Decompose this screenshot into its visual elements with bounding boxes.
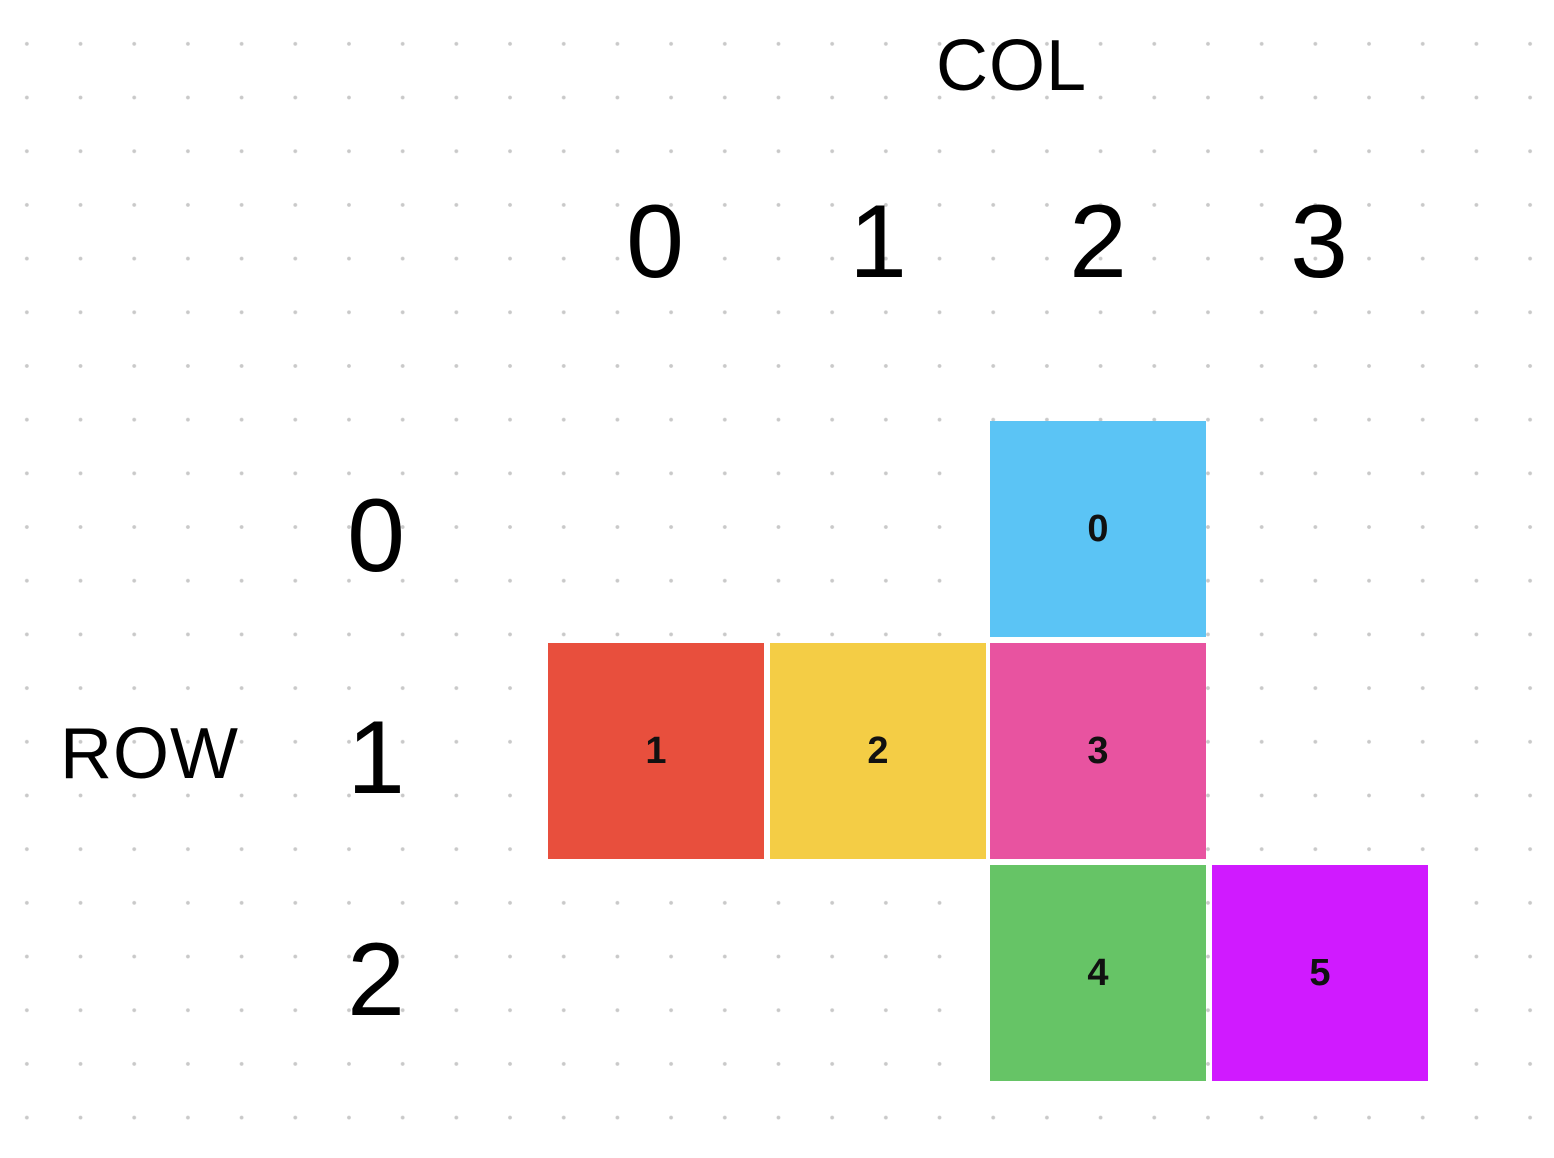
grid-cell-label: 2 (867, 729, 889, 772)
grid-cell-label: 4 (1087, 951, 1109, 994)
row-axis-title: ROW (60, 714, 239, 794)
col-index-1: 1 (849, 184, 907, 300)
grid-cell-4: 4 (990, 865, 1206, 1081)
col-index-0: 0 (626, 184, 684, 300)
col-axis-title: COL (936, 26, 1088, 106)
row-index-1: 1 (347, 700, 405, 816)
grid-cell-label: 0 (1087, 507, 1109, 550)
col-index-3: 3 (1290, 184, 1348, 300)
grid-cell-label: 1 (645, 729, 667, 772)
grid-cell-5: 5 (1212, 865, 1428, 1081)
grid-cell-2: 2 (770, 643, 986, 859)
grid-cell-0: 0 (990, 421, 1206, 637)
grid-cell-3: 3 (990, 643, 1206, 859)
grid-cell-label: 5 (1309, 951, 1331, 994)
row-index-0: 0 (347, 478, 405, 594)
grid-cell-1: 1 (548, 643, 764, 859)
grid-cell-label: 3 (1087, 729, 1109, 772)
col-index-2: 2 (1069, 184, 1127, 300)
row-index-2: 2 (347, 922, 405, 1038)
